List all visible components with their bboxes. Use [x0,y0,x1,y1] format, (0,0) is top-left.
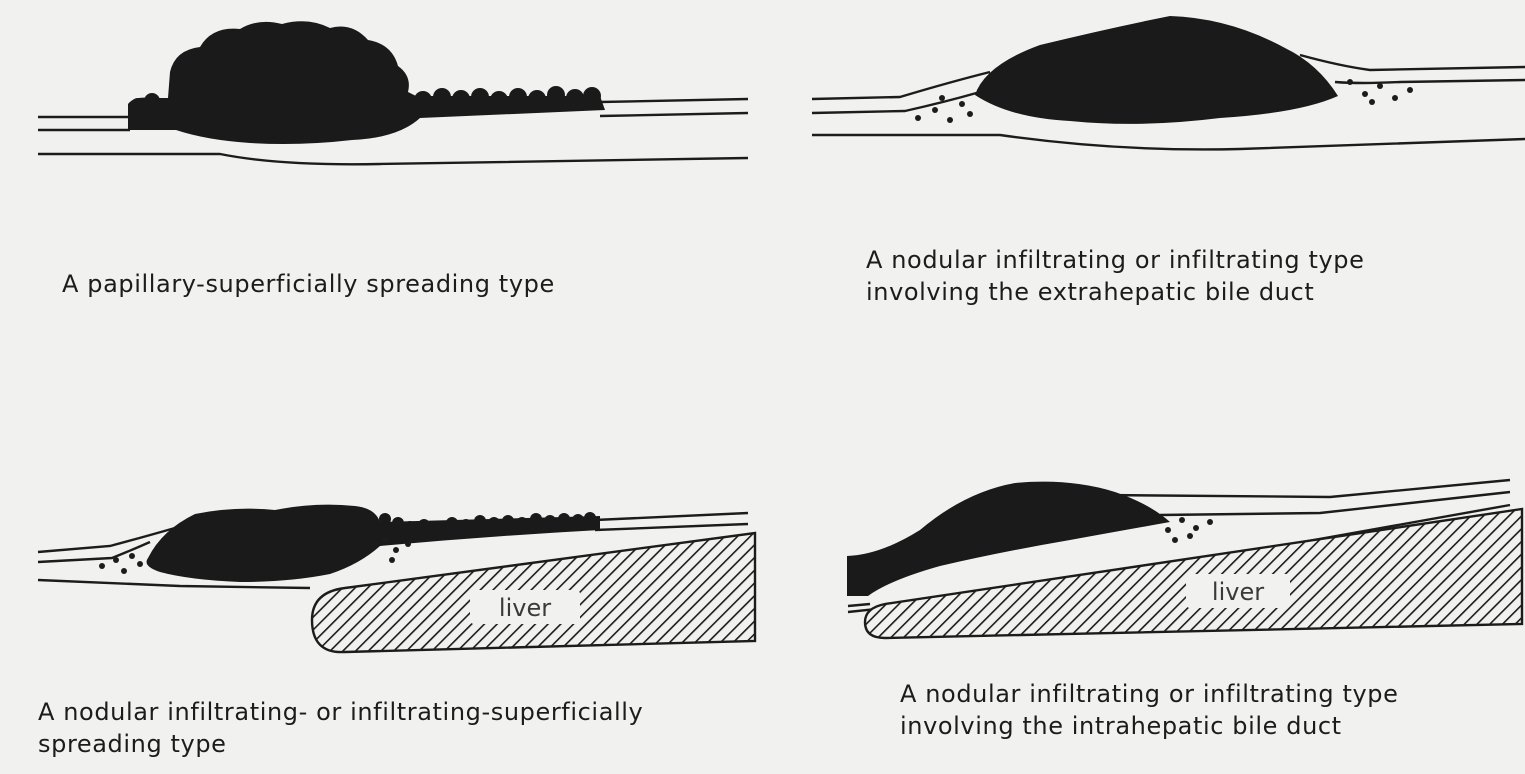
caption-line: involving the extrahepatic bile duct [866,276,1364,308]
caption-line: involving the intrahepatic bile duct [900,710,1398,742]
liver-label: liver [1212,578,1264,606]
caption-papillary: A papillary-superficially spreading type [62,268,555,300]
papillary-tumor-mass [128,21,605,144]
caption-nodular-intrahepatic: A nodular infiltrating or infiltrating t… [900,678,1398,742]
panel-nodular-intrahepatic: liver [847,480,1522,638]
nodular-tumor-mass [975,16,1338,124]
panel-nodular-extrahepatic [812,16,1525,149]
caption-nodular-extrahepatic: A nodular infiltrating or infiltrating t… [866,244,1364,308]
caption-nodular-superficial: A nodular infiltrating- or infiltrating-… [38,696,643,760]
liver-label: liver [499,594,551,622]
caption-line: A nodular infiltrating or infiltrating t… [900,678,1398,710]
caption-line: A papillary-superficially spreading type [62,268,555,300]
panel-nodular-superficial: liver [38,505,755,652]
caption-line: A nodular infiltrating or infiltrating t… [866,244,1364,276]
infiltration-dots [1165,517,1213,543]
panel-papillary [38,21,748,164]
caption-line: spreading type [38,728,643,760]
caption-line: A nodular infiltrating- or infiltrating-… [38,696,643,728]
